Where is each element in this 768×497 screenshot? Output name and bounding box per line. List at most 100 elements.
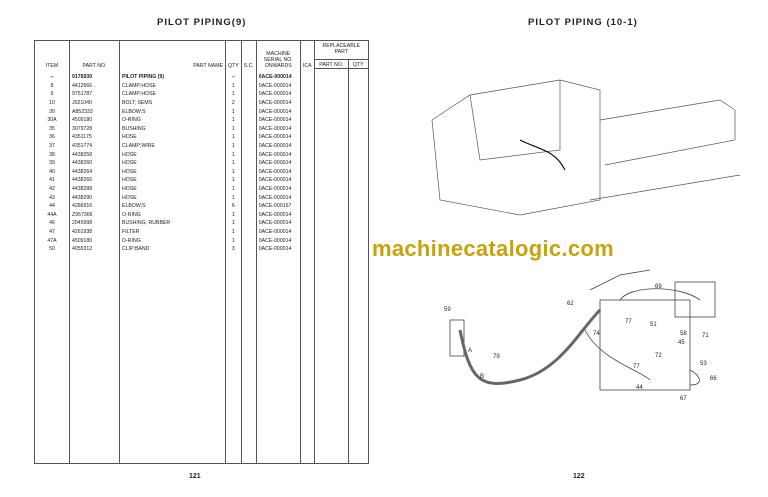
cell-rep-qty [347,90,369,99]
cell-part-name: CLAMP;HOSE [119,81,226,91]
callout-74: 74 [593,331,600,337]
cell-rep-part-no [313,244,349,464]
cell-part-name: CLAMP;WIRE [119,141,226,151]
cell-part-name: BOLT; SEMS [119,98,226,108]
cell-sc [240,158,257,168]
callout-A: A [468,348,472,354]
callout-66: 66 [710,376,717,382]
callout-45: 45 [678,340,685,346]
hydraulic-assembly [449,269,716,391]
cell-part-name: HOSE [119,184,226,194]
cell-sc [240,115,257,125]
cell-part-name: ELBOW;S [119,107,226,116]
cell-sc [240,81,257,91]
cell-sc [240,150,257,159]
cell-rep-qty [347,141,369,151]
cell-rep-qty [347,133,369,142]
cell-rep-qty [347,244,369,464]
cell-sc [240,167,257,177]
cell-rep-qty [347,227,369,237]
parts-table: ITEM PART NO. PART NAME QTY S.C. MACHINE… [34,40,369,465]
cell-rep-qty [347,219,369,228]
cell-sc [240,107,257,116]
cell-part-name: HOSE [119,167,226,177]
cell-part-name: CLAMP;HOSE [119,90,226,99]
cell-part-name: ELBOW;S [119,201,226,211]
cell-sc [240,236,257,245]
cell-sc [240,141,257,151]
cell-rep-qty [347,158,369,168]
cell-rep-qty [347,236,369,245]
left-page-number: 121 [189,473,201,480]
callout-79: 79 [493,354,500,360]
cell-rep-qty [347,201,369,211]
cell-rep-qty [347,184,369,194]
cell-part-name: HOSE [119,193,226,202]
cell-part-name: FILTER [119,227,226,237]
callout-72: 72 [655,353,662,359]
header-part-name: PART NAME [119,40,226,69]
cell-sc [240,227,257,237]
cell-part-no: 4055312 [69,244,120,464]
cell-part-name: BUSHING; RUBBER [119,219,226,228]
callout-77: 77 [625,319,632,325]
cell-sc [240,68,257,82]
callout-B: B [480,374,484,380]
callout-62: 62 [567,301,574,307]
cell-sc [240,219,257,228]
cell-rep-qty [347,81,369,91]
header-serial: MACHINE SERIAL NO. ONWARDS [255,40,301,69]
cell-rep-qty [347,167,369,177]
cell-part-name: HOSE [119,133,226,142]
cell-sc [240,201,257,211]
cell-part-name: HOSE [119,150,226,159]
left-page-title: PILOT PIPING(9) [157,17,247,28]
cell-part-name: CLIP;BAND [119,244,226,464]
cell-part-name: BUSHING [119,124,226,134]
cell-sc [240,210,257,220]
callout-71: 71 [702,333,709,339]
cell-sc [240,90,257,99]
callout-58: 58 [680,331,687,337]
right-page-title: PILOT PIPING (10-1) [528,17,638,28]
cell-part-name: O-RING [119,236,226,245]
cell-sc [240,98,257,108]
header-replaceable: REPLACEABLE PART [313,40,369,60]
cell-sc [240,133,257,142]
cell-rep-qty [347,68,369,82]
cell-part-name: O-RING [119,210,226,220]
header-rep-qty: QTY [347,59,369,69]
callout-53: 53 [700,361,707,367]
cell-part-name: PILOT PIPING (9) [119,68,226,82]
cell-sc [240,124,257,134]
cell-sc [240,244,257,464]
cell-sc [240,184,257,194]
cell-rep-qty [347,150,369,159]
callout-51: 51 [650,322,657,328]
cell-sc [240,193,257,202]
watermark: machinecatalogic.com [372,236,614,261]
right-page-number: 122 [573,473,585,480]
cell-rep-qty [347,115,369,125]
